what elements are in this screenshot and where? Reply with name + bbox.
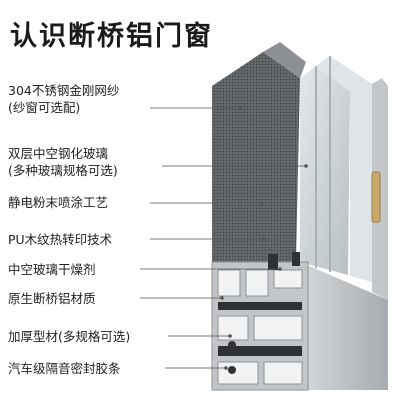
label-line: 双层中空钢化玻璃 bbox=[8, 146, 109, 161]
label-line: 原生断桥铝材质 bbox=[8, 291, 96, 306]
hinge-icon bbox=[371, 171, 381, 223]
label-line: 静电粉末喷涂工艺 bbox=[8, 195, 109, 210]
label-sealing-strip: 汽车级隔音密封胶条 bbox=[8, 360, 121, 377]
label-line: (多种玻璃规格可选) bbox=[8, 163, 118, 178]
mesh-screen-panel bbox=[212, 52, 300, 318]
label-line: 加厚型材(多规格可选) bbox=[8, 329, 131, 344]
mesh-frame-edge bbox=[263, 42, 306, 78]
label-desiccant: 中空玻璃干燥剂 bbox=[8, 261, 96, 278]
label-line: PU木纹热转印技术 bbox=[8, 232, 113, 247]
label-pu-woodgrain: PU木纹热转印技术 bbox=[8, 231, 112, 248]
label-thick-profile: 加厚型材(多规格可选) bbox=[8, 328, 130, 345]
label-line: 中空玻璃干燥剂 bbox=[8, 262, 96, 277]
glass-pane-outer bbox=[300, 66, 350, 275]
label-line: (纱窗可选配) bbox=[8, 100, 81, 115]
leader-lines bbox=[140, 107, 306, 369]
page-title: 认识断桥铝门窗 bbox=[10, 21, 213, 52]
label-line: 汽车级隔音密封胶条 bbox=[8, 361, 121, 376]
label-powder-coating: 静电粉末喷涂工艺 bbox=[8, 194, 108, 211]
label-aluminum-material: 原生断桥铝材质 bbox=[8, 290, 96, 307]
label-double-glass: 双层中空钢化玻璃 (多种玻璃规格可选) bbox=[8, 145, 118, 179]
label-stainless-mesh: 304不锈钢金刚网纱 (纱窗可选配) bbox=[8, 82, 119, 116]
label-line: 304不锈钢金刚网纱 bbox=[8, 83, 120, 98]
glass-pane-inner bbox=[316, 56, 372, 282]
